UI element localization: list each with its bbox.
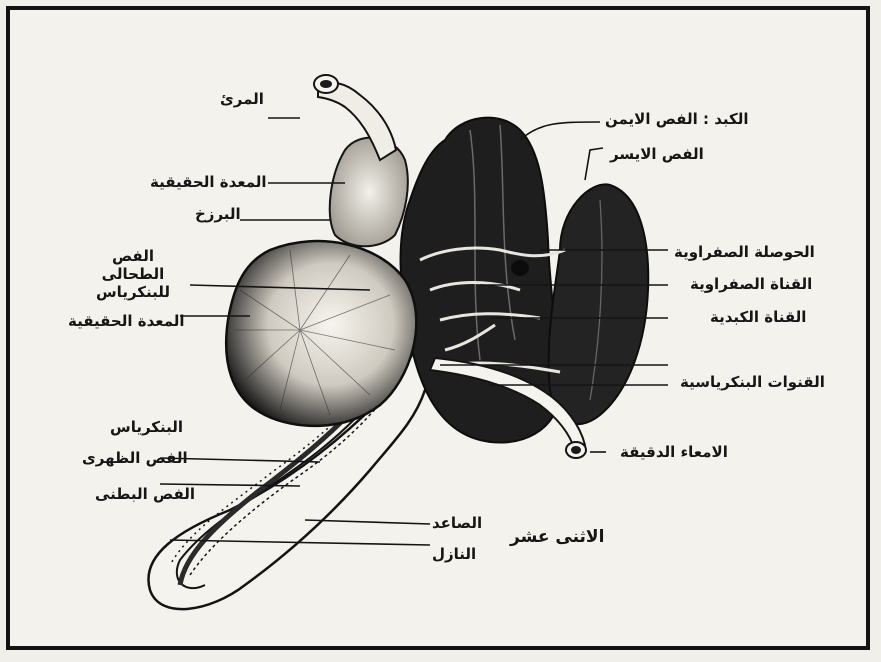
label-ascending: الصاعد [432, 514, 482, 532]
gizzard [226, 241, 416, 426]
label-pancreas-splenic-lobe: الفص الطحالى للبنكرياس [83, 247, 183, 301]
label-gizzard: المعدة الحقيقية [68, 312, 185, 330]
label-pancreatic-ducts: القنوات البنكرياسية [680, 373, 825, 391]
label-hepatic-duct: القناة الكبدية [710, 308, 806, 326]
label-dorsal-lobe: الفص الظهرى [82, 449, 188, 467]
liver-left-lobe [549, 184, 649, 424]
label-pancreas: البنكرياس [110, 418, 183, 436]
label-bile-duct: القناة الصفراوية [690, 275, 812, 293]
label-liver-right-lobe: الكبد : الفص الايمن [605, 110, 748, 128]
label-proventriculus: المعدة الحقيقية [150, 173, 267, 191]
label-ventral-lobe: الفص البطنى [95, 485, 195, 503]
label-isthmus: البرزخ [195, 205, 241, 223]
label-gall-bladder: الحوصلة الصفراوية [674, 243, 815, 261]
label-small-intestine: الامعاء الدقيقة [620, 443, 728, 461]
label-esophagus: المرئ [220, 90, 264, 108]
gall-bladder-shape [511, 260, 529, 276]
label-descending: النازل [432, 545, 476, 563]
label-liver-left-lobe: الفص الايسر [610, 145, 704, 163]
proventriculus [330, 138, 408, 247]
label-duodenum: الاثنى عشر [510, 528, 604, 546]
